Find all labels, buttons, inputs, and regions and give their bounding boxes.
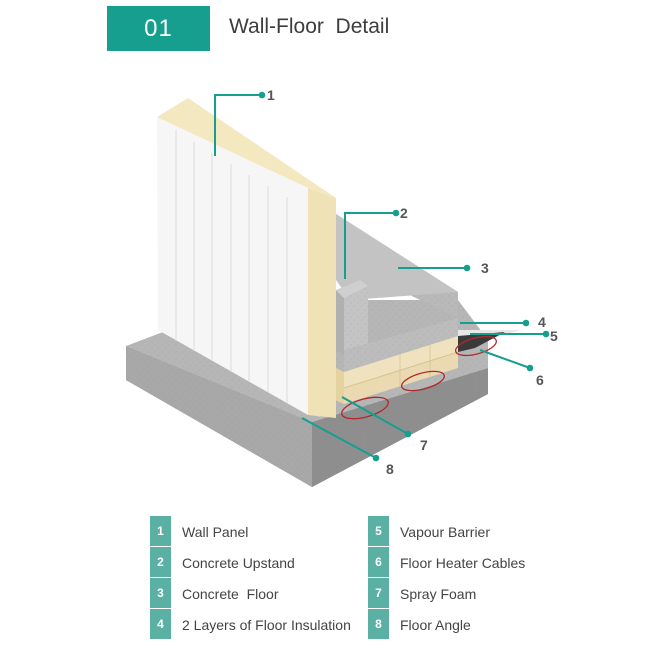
legend-label: Spray Foam <box>400 585 477 602</box>
legend-item: 7 Spray Foam <box>368 578 525 609</box>
callout-leaders <box>214 94 546 459</box>
leader-6 <box>479 349 531 369</box>
legend-number: 8 <box>368 609 389 639</box>
legend-number: 3 <box>150 578 171 608</box>
callout-5: 5 <box>550 328 558 344</box>
callout-6: 6 <box>536 372 544 388</box>
leader-7 <box>341 396 409 435</box>
callout-7: 7 <box>420 437 428 453</box>
legend-item: 2 Concrete Upstand <box>150 547 351 578</box>
floor-insulation-layers <box>343 336 459 404</box>
legend-label: 2 Layers of Floor Insulation <box>182 616 351 633</box>
legend-item: 1 Wall Panel <box>150 516 351 547</box>
page-title: Wall-Floor Detail <box>229 15 390 38</box>
leader-2 <box>344 212 396 279</box>
concrete-floor <box>336 214 458 318</box>
concrete-upstand <box>336 280 458 372</box>
legend-item: 4 2 Layers of Floor Insulation <box>150 609 351 640</box>
leader-1 <box>214 94 262 156</box>
callout-2: 2 <box>400 205 408 221</box>
callout-3: 3 <box>481 260 489 276</box>
floor-heater-cables <box>341 335 498 420</box>
legend-item: 3 Concrete Floor <box>150 578 351 609</box>
legend-item: 8 Floor Angle <box>368 609 525 640</box>
legend-number: 5 <box>368 516 389 546</box>
callout-4: 4 <box>538 314 546 330</box>
legend-label: Floor Angle <box>400 616 471 633</box>
callout-8: 8 <box>386 461 394 477</box>
legend-number: 2 <box>150 547 171 577</box>
legend-label: Concrete Upstand <box>182 554 295 571</box>
wall-panel <box>157 98 336 418</box>
legend-item: 6 Floor Heater Cables <box>368 547 525 578</box>
legend-label: Vapour Barrier <box>400 523 491 540</box>
legend-left: 1 Wall Panel 2 Concrete Upstand 3 Concre… <box>150 516 351 640</box>
section-number-badge: 01 <box>107 6 210 51</box>
callout-1: 1 <box>267 87 275 103</box>
callout-numbers: 1 2 3 4 5 6 7 8 <box>267 87 558 477</box>
legend-item: 5 Vapour Barrier <box>368 516 525 547</box>
legend-number: 6 <box>368 547 389 577</box>
callout-dots <box>258 91 550 462</box>
legend-label: Wall Panel <box>182 523 249 540</box>
legend-number: 1 <box>150 516 171 546</box>
legend-number: 4 <box>150 609 171 639</box>
leader-8 <box>301 417 377 459</box>
legend-number: 7 <box>368 578 389 608</box>
legend-label: Concrete Floor <box>182 585 279 602</box>
legend-right: 5 Vapour Barrier 6 Floor Heater Cables 7… <box>368 516 525 640</box>
legend-label: Floor Heater Cables <box>400 554 526 571</box>
